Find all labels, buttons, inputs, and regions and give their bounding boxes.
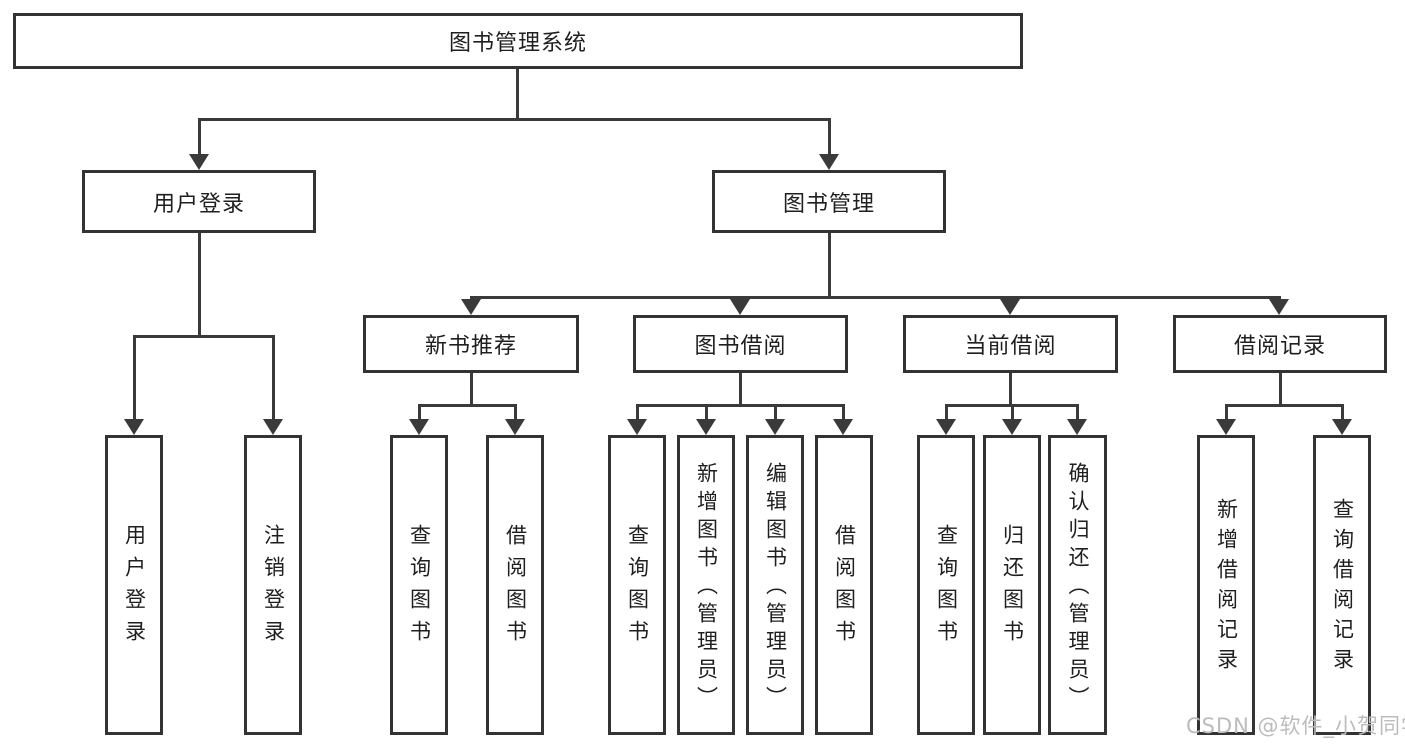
connector-line [198,118,831,121]
arrow-down-icon [461,299,481,315]
connector-line [1279,373,1282,406]
node-book-borrowing: 图书借阅 [633,315,848,373]
arrow-down-icon [409,419,429,435]
connector-line [774,404,777,421]
watermark-text: CSDN @软件_小贺同学 [1186,714,1405,738]
arrow-down-icon [936,419,956,435]
arrow-down-icon [1067,419,1087,435]
connector-line [1225,404,1228,421]
leaf-return-books: 归还图书 [983,435,1041,735]
arrow-down-icon [124,419,144,435]
arrow-down-icon [1216,419,1236,435]
connector-line [418,404,421,421]
connector-line [133,335,274,338]
arrow-down-icon [1269,299,1289,315]
arrow-down-icon [1332,419,1352,435]
leaf-query-books-recommend: 查询图书 [390,435,448,735]
connector-line [1011,404,1014,421]
arrow-down-icon [819,154,839,170]
connector-line [636,404,845,407]
arrow-down-icon [696,419,716,435]
node-book-management: 图书管理 [712,170,946,233]
connector-line [945,404,948,421]
connector-line [470,373,473,406]
connector-line [198,233,201,337]
leaf-confirm-return-admin: 确认归还（管理员） [1048,435,1107,735]
leaf-user-login: 用户登录 [105,435,163,735]
node-new-book-recommendation: 新书推荐 [363,315,579,373]
node-borrowing-records: 借阅记录 [1173,315,1387,373]
connector-line [516,69,519,120]
arrow-down-icon [627,419,647,435]
connector-line [1341,404,1344,421]
connector-line [133,335,136,420]
arrow-down-icon [505,419,525,435]
arrow-down-icon [765,419,785,435]
connector-line [418,404,517,407]
arrow-down-icon [263,419,283,435]
leaf-add-borrow-record: 新增借阅记录 [1197,435,1255,735]
arrow-down-icon [1000,299,1020,315]
connector-line [198,118,201,156]
leaf-query-books-current: 查询图书 [917,435,975,735]
leaf-query-borrow-record: 查询借阅记录 [1313,435,1371,735]
leaf-borrow-books-borrow: 借阅图书 [815,435,873,735]
arrow-down-icon [833,419,853,435]
leaf-add-books-admin: 新增图书（管理员） [677,435,735,735]
connector-line [272,335,275,420]
connector-line [705,404,708,421]
node-root: 图书管理系统 [13,13,1023,69]
leaf-query-books-borrow: 查询图书 [608,435,666,735]
leaf-logout: 注销登录 [244,435,302,735]
leaf-borrow-books-recommend: 借阅图书 [486,435,544,735]
connector-line [1009,373,1012,406]
connector-line [828,233,831,298]
arrow-down-icon [1002,419,1022,435]
connector-line [470,296,1281,299]
connector-line [828,118,831,156]
arrow-down-icon [189,154,209,170]
leaf-edit-books-admin: 编辑图书（管理员） [746,435,804,735]
node-current-borrowing: 当前借阅 [903,315,1118,373]
arrow-down-icon [730,299,750,315]
connector-line [842,404,845,421]
connector-line [514,404,517,421]
connector-line [636,404,639,421]
connector-line [739,373,742,406]
connector-line [1225,404,1343,407]
connector-line [1076,404,1079,421]
node-user-login: 用户登录 [82,170,316,233]
